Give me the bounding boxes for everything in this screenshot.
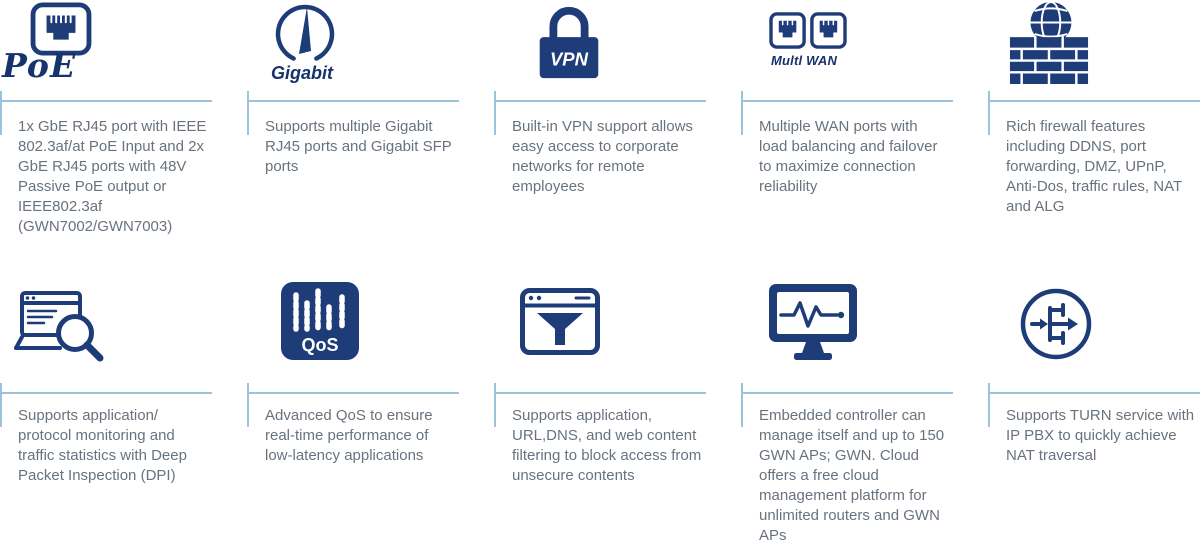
firewall-icon-area bbox=[988, 0, 1200, 100]
dual-wan-ports-icon bbox=[769, 12, 847, 49]
feature-description: Supports multiple Gigabit RJ45 ports and… bbox=[265, 118, 452, 175]
nat-traversal-icon bbox=[1020, 288, 1092, 360]
multi-wan-label: Multl WAN bbox=[771, 53, 838, 68]
feature-card-turn: Supports TURN service with IP PBX to qui… bbox=[988, 276, 1200, 544]
feature-card-web-filter: Supports application, URL,DNS, and web c… bbox=[494, 276, 706, 544]
gigabit-label: Gigabit bbox=[271, 63, 333, 83]
divider bbox=[494, 383, 706, 427]
feature-description: Supports TURN service with IP PBX to qui… bbox=[1006, 407, 1195, 464]
qos-label: QoS bbox=[301, 335, 338, 355]
divider bbox=[988, 383, 1200, 427]
qos-icon-area: QoS bbox=[247, 276, 459, 392]
turn-icon-area bbox=[988, 276, 1200, 392]
gigabit-icon-area: Gigabit bbox=[247, 0, 459, 100]
feature-card-controller: Embedded controller can manage itself an… bbox=[741, 276, 953, 544]
divider bbox=[0, 383, 212, 427]
poe-label: PoE bbox=[2, 46, 77, 85]
feature-card-multi-wan: Multl WAN Multiple WAN ports with load b… bbox=[741, 0, 953, 276]
speedometer-icon bbox=[275, 4, 335, 61]
feature-card-vpn: VPN Built-in VPN support allows easy acc… bbox=[494, 0, 706, 276]
feature-description: Multiple WAN ports with load balancing a… bbox=[759, 118, 938, 195]
feature-card-poe: PoE 1x GbE RJ45 port with IEEE 802.3af/a… bbox=[0, 0, 212, 276]
feature-description: Supports application/ protocol monitorin… bbox=[18, 407, 187, 484]
divider bbox=[0, 91, 212, 135]
divider bbox=[247, 383, 459, 427]
web-filter-icon-area bbox=[494, 276, 706, 392]
feature-description: Embedded controller can manage itself an… bbox=[759, 407, 945, 544]
vpn-icon-area: VPN bbox=[494, 0, 706, 100]
poe-port-icon bbox=[30, 2, 92, 56]
monitor-pulse-icon bbox=[769, 284, 857, 360]
dpi-icon-area bbox=[0, 276, 212, 392]
feature-card-gigabit: Gigabit Supports multiple Gigabit RJ45 p… bbox=[247, 0, 459, 276]
feature-description: Built-in VPN support allows easy access … bbox=[512, 118, 693, 195]
padlock-icon: VPN bbox=[539, 6, 599, 79]
multi-wan-icon-area: Multl WAN bbox=[741, 0, 953, 100]
feature-description: Supports application, URL,DNS, and web c… bbox=[512, 407, 702, 484]
feature-card-firewall: Rich firewall features including DDNS, p… bbox=[988, 0, 1200, 276]
equalizer-icon: QoS bbox=[281, 282, 359, 360]
feature-description: 1x GbE RJ45 port with IEEE 802.3af/at Po… bbox=[18, 118, 207, 235]
browser-funnel-icon bbox=[520, 288, 600, 355]
feature-card-qos: QoS Advanced QoS to ensure real-time per… bbox=[247, 276, 459, 544]
divider bbox=[741, 383, 953, 427]
vpn-label: VPN bbox=[550, 48, 589, 69]
divider bbox=[247, 91, 459, 135]
brick-wall-globe-icon bbox=[1008, 1, 1090, 86]
feature-description: Advanced QoS to ensure real-time perform… bbox=[265, 407, 433, 464]
divider bbox=[988, 91, 1200, 135]
controller-icon-area bbox=[741, 276, 953, 392]
laptop-magnifier-icon bbox=[14, 291, 104, 362]
feature-description: Rich firewall features including DDNS, p… bbox=[1006, 118, 1182, 215]
divider bbox=[741, 91, 953, 135]
feature-card-dpi: Supports application/ protocol monitorin… bbox=[0, 276, 212, 544]
divider bbox=[494, 91, 706, 135]
poe-icon-area: PoE bbox=[0, 0, 212, 100]
